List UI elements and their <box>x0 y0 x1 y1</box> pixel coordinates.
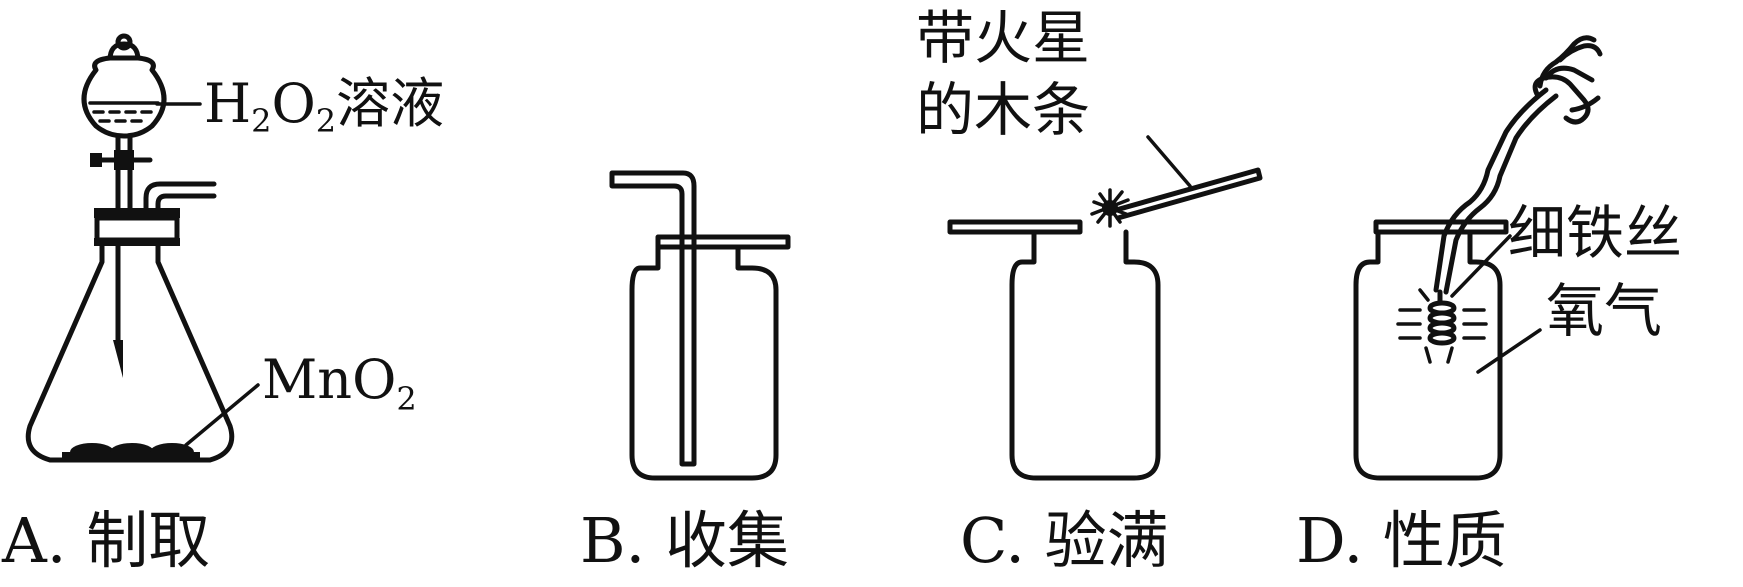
iron-wire-coil <box>1427 289 1457 346</box>
crucible-tongs <box>1433 87 1559 295</box>
delivery-tube-b <box>609 170 697 467</box>
sparks <box>1396 288 1488 364</box>
glass-plate-b <box>655 234 791 250</box>
splint-label-line2: 的木条 <box>916 76 1090 144</box>
panel-a-generation-apparatus: H2O2溶液 MnO2 A. 制取 <box>1 33 444 577</box>
panel-a-caption: A. 制取 <box>1 504 210 577</box>
glass-plate-c <box>947 219 1083 235</box>
mno2-label: MnO2 <box>262 348 417 418</box>
conical-flask <box>25 243 235 463</box>
splint-label-line1: 带火星 <box>916 4 1090 72</box>
glass-plate-d <box>1373 219 1509 235</box>
gas-jar-d <box>1353 229 1503 481</box>
panel-c-test-full: 带火星 的木条 C. 验满 <box>916 4 1263 577</box>
mno2-label-leader <box>184 383 260 447</box>
oxygen-label: 氧气 <box>1546 277 1662 345</box>
hand <box>1532 35 1603 125</box>
gas-label-leader <box>1476 328 1542 374</box>
gas-jar-b <box>629 245 779 481</box>
glowing-spark <box>1090 188 1130 228</box>
panel-d-caption: D. 性质 <box>1296 504 1507 577</box>
panel-b-caption: B. 收集 <box>580 504 789 577</box>
glowing-splint <box>1113 167 1263 221</box>
rubber-stopper <box>94 208 180 246</box>
panel-c-caption: C. 验满 <box>960 504 1169 577</box>
gas-jar-c <box>1009 229 1161 481</box>
splint-label-leader <box>1146 135 1192 188</box>
funnel-stopper <box>107 33 141 63</box>
iron-wire-label: 细铁丝 <box>1508 199 1682 267</box>
wire-label-leader <box>1450 234 1512 298</box>
panel-b-collection: B. 收集 <box>580 170 791 577</box>
panel-d-properties: 细铁丝 氧气 D. 性质 <box>1296 35 1682 577</box>
h2o2-solution-label: H2O2溶液 <box>204 72 444 140</box>
delivery-tube <box>143 181 217 233</box>
separatory-funnel <box>81 55 167 343</box>
